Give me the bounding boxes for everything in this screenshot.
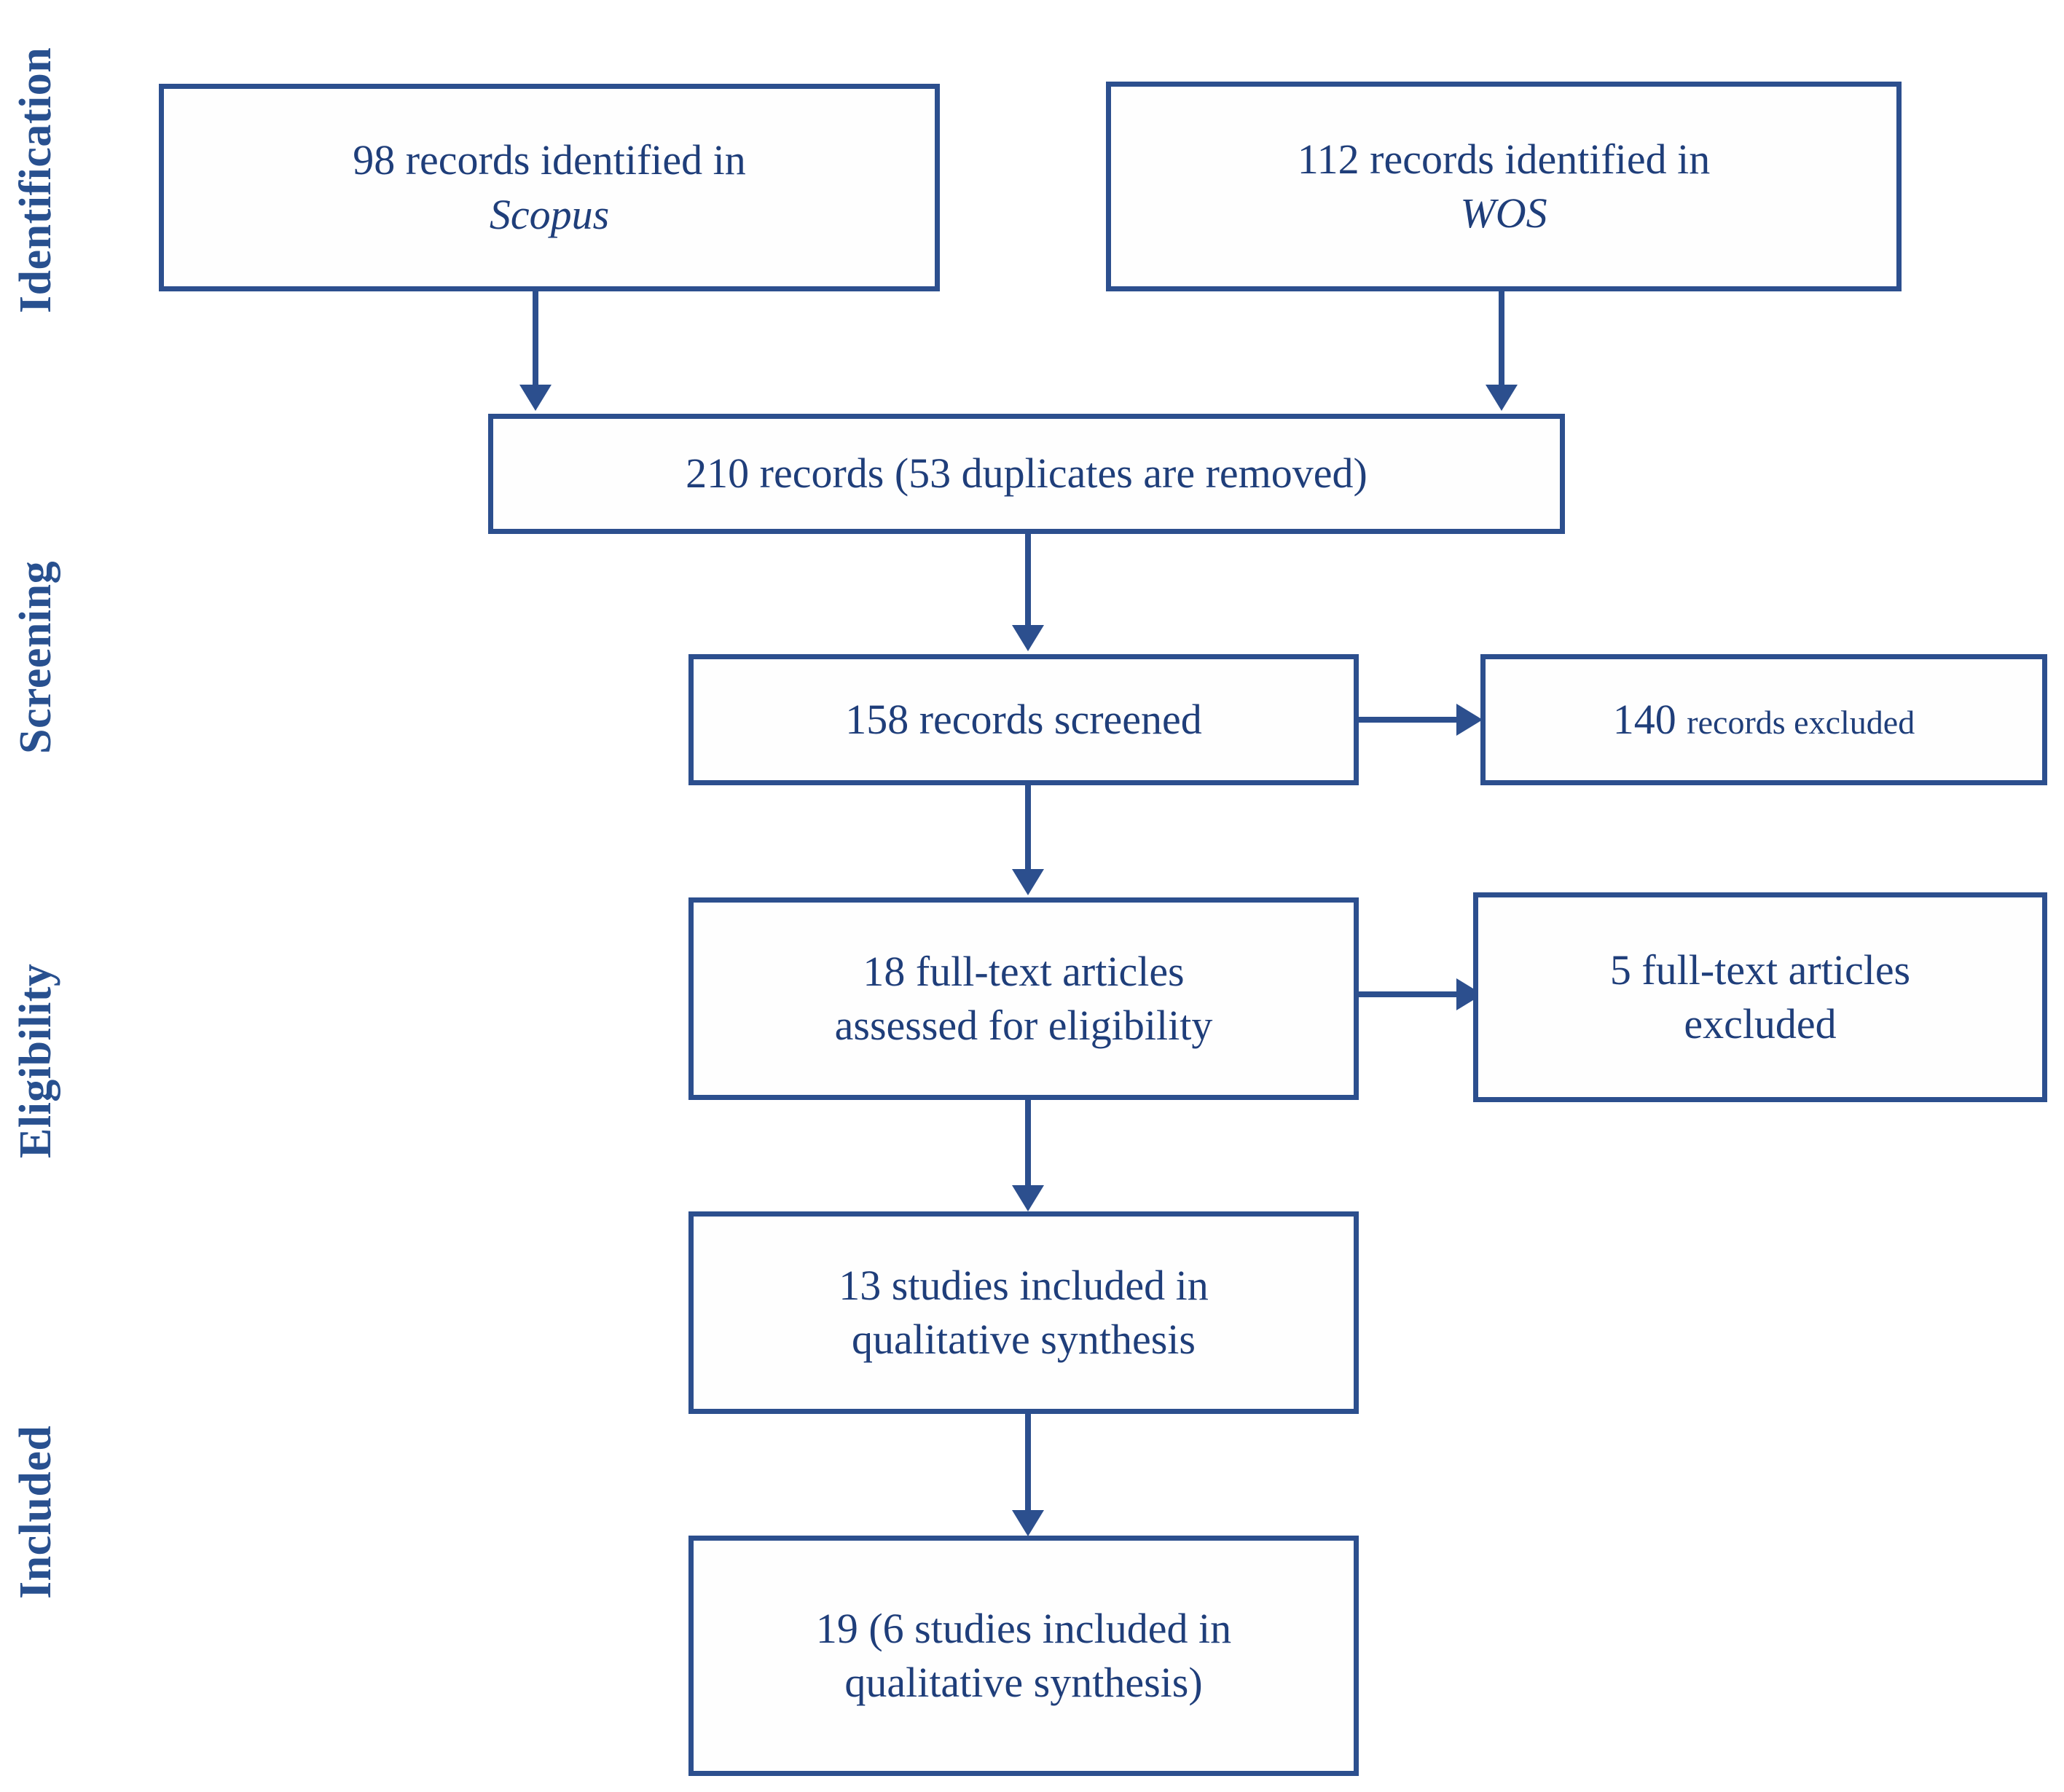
arrowhead-qualitative-to-final [1012,1510,1044,1536]
node-final-included: 19 (6 studies included in qualitative sy… [688,1536,1359,1776]
node-wos-line1: 112 records identified in [1297,135,1711,183]
arrowhead-wos-to-merged [1486,385,1518,411]
arrowhead-scopus-to-merged [519,385,552,411]
node-final-line2: qualitative synthesis) [844,1659,1203,1706]
arrowhead-screened-to-excluded [1456,704,1483,736]
node-qualitative-synthesis: 13 studies included in qualitative synth… [688,1211,1359,1414]
stage-label-eligibility: Eligibility [11,963,60,1158]
node-fulltext-assessed-line2: assessed for eligibility [834,1002,1213,1049]
node-records-excluded-label: records excluded [1687,703,1915,741]
node-merged-records: 210 records (53 duplicates are removed) [488,414,1565,534]
node-fulltext-excluded-line2: excluded [1684,1000,1837,1048]
node-records-excluded: 140 records excluded [1480,654,2047,785]
connector-screened-to-excluded [1357,717,1459,723]
node-scopus-records: 98 records identified in Scopus [159,84,940,291]
stage-label-included: Included [11,1425,60,1599]
connector-merged-to-screened [1025,534,1031,627]
node-wos-source: WOS [1460,189,1547,237]
connector-fulltext-to-excluded [1357,991,1459,997]
node-qualitative-line2: qualitative synthesis [852,1316,1196,1363]
node-records-excluded-count: 140 [1612,695,1676,743]
connector-qualitative-to-final [1025,1414,1031,1512]
node-scopus-line1: 98 records identified in [353,136,746,184]
arrowhead-merged-to-screened [1012,625,1044,651]
node-qualitative-line1: 13 studies included in [839,1261,1209,1309]
node-wos-records: 112 records identified in WOS [1106,82,1902,291]
arrowhead-screened-to-fulltext [1012,869,1044,895]
stage-label-screening: Screening [11,560,60,754]
connector-fulltext-to-qualitative [1025,1100,1031,1187]
node-scopus-source: Scopus [489,190,610,238]
arrowhead-fulltext-to-qualitative [1012,1185,1044,1211]
node-fulltext-excluded-line1: 5 full-text articles [1609,946,1911,994]
node-fulltext-excluded: 5 full-text articles excluded [1473,892,2047,1102]
connector-screened-to-fulltext [1025,785,1031,871]
node-records-screened: 158 records screened [688,654,1359,785]
connector-scopus-to-merged [533,291,538,386]
stage-label-identification: Identification [11,47,60,313]
node-records-screened-line1: 158 records screened [845,695,1202,743]
node-final-line1: 19 (6 studies included in [815,1604,1232,1652]
node-fulltext-assessed: 18 full-text articles assessed for eligi… [688,897,1359,1100]
connector-wos-to-merged [1499,291,1504,386]
node-fulltext-assessed-line1: 18 full-text articles [863,947,1185,995]
node-merged-line1: 210 records (53 duplicates are removed) [686,449,1368,498]
